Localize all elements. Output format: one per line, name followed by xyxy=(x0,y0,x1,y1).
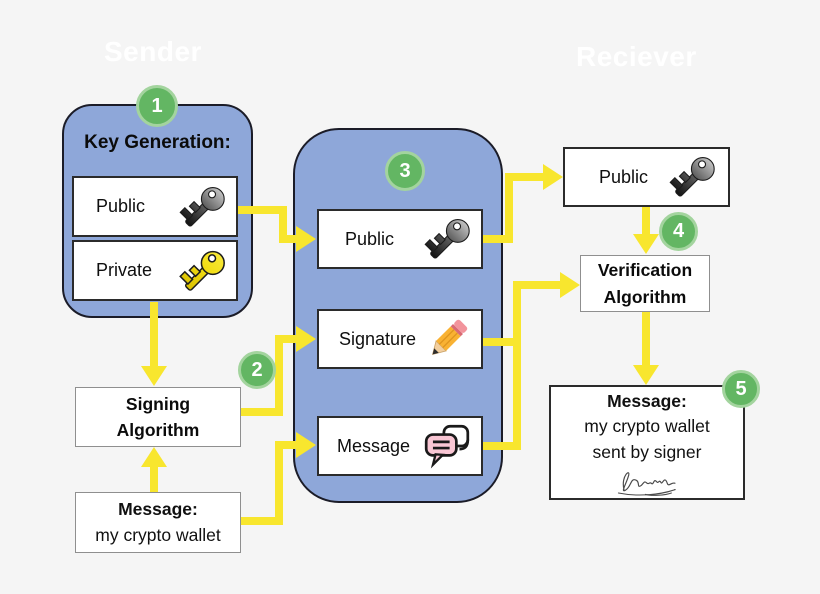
verification-label-line1: Verification xyxy=(597,260,693,281)
transfer-message-label: Message xyxy=(337,435,411,456)
sender-public-key-box: Public xyxy=(72,176,238,237)
sender-message-title: Message: xyxy=(118,499,198,520)
receiver-message-box: Message: my crypto wallet sent by signer xyxy=(549,385,745,500)
sender-message-line1: my crypto wallet xyxy=(95,524,221,545)
speech-bubbles-icon xyxy=(424,424,470,469)
step-badge-4: 4 xyxy=(659,212,698,251)
step-badge-1: 1 xyxy=(136,85,178,127)
gray-key-icon xyxy=(669,157,715,197)
signing-label-line1: Signing xyxy=(125,393,191,414)
handwritten-signature xyxy=(617,472,676,497)
receiver-title: Reciever xyxy=(576,41,697,72)
key-generation-title: Key Generation: xyxy=(84,132,231,153)
gray-key-icon xyxy=(179,186,225,227)
transfer-public-box: Public xyxy=(317,209,483,269)
receiver-message-line2: sent by signer xyxy=(592,441,702,462)
sender-private-key-box: Private xyxy=(72,240,238,301)
receiver-public-label: Public xyxy=(599,166,649,187)
gray-key-icon xyxy=(424,219,470,259)
transfer-public-label: Public xyxy=(345,228,395,249)
step-badge-2: 2 xyxy=(238,351,276,389)
signing-label-line2: Algorithm xyxy=(116,420,200,440)
sender-title: Sender xyxy=(104,36,202,67)
receiver-message-title: Message: xyxy=(607,391,687,411)
sender-public-key-label: Public xyxy=(96,196,146,216)
receiver-message-line1: my crypto wallet xyxy=(584,416,710,437)
sender-message-box: Message: my crypto wallet xyxy=(75,492,241,553)
step-badge-3: 3 xyxy=(385,151,425,191)
transfer-signature-label: Signature xyxy=(339,328,417,349)
transfer-signature-box: Signature xyxy=(317,309,483,369)
yellow-key-icon xyxy=(179,250,225,291)
verification-algorithm-box: Verification Algorithm xyxy=(580,255,710,312)
transfer-message-box: Message xyxy=(317,416,483,476)
signing-algorithm-box: Signing Algorithm xyxy=(75,387,241,447)
sender-private-key-label: Private xyxy=(96,260,153,280)
step-badge-5: 5 xyxy=(722,370,760,408)
receiver-public-box: Public xyxy=(563,147,730,207)
verification-label-line2: Algorithm xyxy=(603,286,687,307)
pencil-icon xyxy=(432,319,468,355)
